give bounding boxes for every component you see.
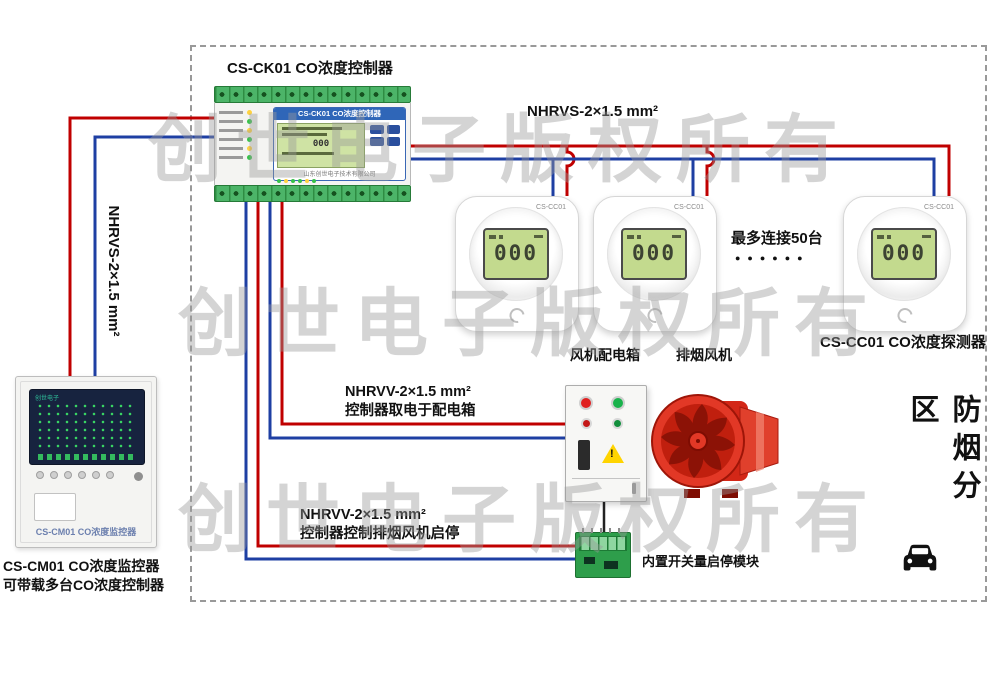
lcd-icon <box>877 234 884 239</box>
monitor-card-slot <box>34 493 76 521</box>
detector-lcd-value: 000 <box>494 241 538 265</box>
detector-face: 000 <box>469 207 563 301</box>
brand-logo-text: 创世电子 <box>35 396 60 402</box>
red-indicator-lamp <box>579 396 593 410</box>
panel-meter <box>578 440 590 470</box>
controller-status-leds <box>219 107 269 181</box>
controller-button[interactable] <box>370 125 384 134</box>
controller-terminal-strip-top <box>214 86 411 103</box>
detector-lcd: 000 <box>483 228 549 280</box>
controller-button[interactable] <box>370 137 384 146</box>
lcd-icon <box>499 234 503 239</box>
stop-button[interactable] <box>581 418 592 429</box>
detector-model-text: CS-CC01 <box>924 204 954 211</box>
cabinet-handle[interactable] <box>632 483 636 494</box>
controller-terminal-strip-bottom <box>214 185 411 202</box>
co-detector-2: CS-CC01 000 <box>593 196 717 332</box>
module-label: 内置开关量启停模块 <box>642 554 760 569</box>
controller-led-strip <box>277 179 316 183</box>
monitor-button[interactable] <box>64 471 72 479</box>
detector-face: 000 <box>857 207 951 301</box>
switch-start-stop-module <box>575 528 631 578</box>
smoke-exhaust-fan <box>648 393 783 503</box>
controller-buttons[interactable] <box>368 123 402 168</box>
module-terminal-strip <box>579 536 627 551</box>
monitor-buttons[interactable] <box>36 471 114 479</box>
fan-label: 排烟风机 <box>676 347 732 363</box>
lcd-icon <box>627 234 634 239</box>
monitor-screen: 创世电子 <box>29 389 145 465</box>
fan-control-cable-label: NHRVV-2×1.5 mm² 控制器控制排烟风机启停 <box>300 506 460 544</box>
controller-body: CS-CK01 CO浓度控制器 000 山东创世电子技 <box>214 103 411 185</box>
lcd-icon <box>534 235 543 238</box>
co-detector-3: CS-CC01 000 <box>843 196 967 332</box>
monitor-button[interactable] <box>78 471 86 479</box>
status-led-icon <box>247 146 252 151</box>
status-led-icon <box>247 128 252 133</box>
distbox-label: 风机配电箱 <box>570 347 640 363</box>
detector-lcd: 000 <box>871 228 937 280</box>
power-cable-line2: 控制器取电于配电箱 <box>345 403 476 419</box>
module-chip <box>604 561 618 569</box>
detector-model-text: CS-CC01 <box>536 204 566 211</box>
monitor-caption-line2: 可带载多台CO浓度控制器 <box>3 577 164 593</box>
fan-control-line1: NHRVV-2×1.5 mm² <box>300 507 426 523</box>
controller-front-panel: CS-CK01 CO浓度控制器 000 山东创世电子技 <box>273 107 406 181</box>
monitor-caption-line1: CS-CM01 CO浓度监控器 <box>3 558 160 574</box>
monitor-buzzer-icon <box>134 472 143 481</box>
co-monitor-device: 创世电子 CS-CM01 CO浓度监控器 <box>15 376 157 548</box>
status-led-icon <box>247 110 252 115</box>
status-led-icon <box>247 119 252 124</box>
detector-lcd: 000 <box>621 228 687 280</box>
co-controller-device: CS-CK01 CO浓度控制器 000 山东创世电子技 <box>214 86 411 202</box>
lcd-icon <box>637 234 641 239</box>
zone-label: 防烟分区 <box>906 394 980 508</box>
car-icon <box>903 544 937 571</box>
status-led-icon <box>247 137 252 142</box>
detector-model-text: CS-CC01 <box>674 204 704 211</box>
power-cable-label: NHRVV-2×1.5 mm² 控制器取电于配电箱 <box>345 383 476 421</box>
fan-distribution-box <box>565 385 647 502</box>
brand-logo-icon <box>506 305 528 326</box>
lcd-icon <box>922 235 931 238</box>
module-chip <box>584 557 595 564</box>
monitor-button[interactable] <box>106 471 114 479</box>
monitor-button[interactable] <box>92 471 100 479</box>
controller-lcd: 000 <box>277 123 365 168</box>
monitor-caption-label: CS-CM01 CO浓度监控器 可带载多台CO浓度控制器 <box>3 557 164 595</box>
detector-lcd-value: 000 <box>632 241 676 265</box>
co-detector-1: CS-CC01 000 <box>455 196 579 332</box>
status-led-icon <box>247 155 252 160</box>
detector-face: 000 <box>607 207 701 301</box>
start-button[interactable] <box>612 418 623 429</box>
monitor-button[interactable] <box>50 471 58 479</box>
cable-top-label: NHRVS-2×1.5 mm² <box>527 103 659 120</box>
monitor-button[interactable] <box>36 471 44 479</box>
max-connect-label: 最多连接50台 <box>731 230 823 247</box>
fan-control-line2: 控制器控制排烟风机启停 <box>300 526 460 542</box>
green-indicator-lamp <box>611 396 625 410</box>
brand-logo-icon <box>644 305 666 326</box>
connection-dots: ●●●●●● <box>735 253 810 263</box>
controller-button[interactable] <box>386 125 400 134</box>
controller-panel-header: CS-CK01 CO浓度控制器 <box>274 108 405 120</box>
controller-title-label: CS-CK01 CO浓度控制器 <box>227 60 393 77</box>
monitor-screen-status-row <box>38 454 136 460</box>
controller-button[interactable] <box>386 137 400 146</box>
brand-logo-icon <box>894 305 916 326</box>
lcd-icon <box>489 234 496 239</box>
detector-lcd-value: 000 <box>882 241 926 265</box>
detector-caption-label: CS-CC01 CO浓度探测器 <box>820 334 986 351</box>
cable-left-label: NHRVS-2×1.5 mm² <box>105 205 122 337</box>
lcd-icon <box>887 234 891 239</box>
fan-illustration <box>651 394 779 498</box>
monitor-panel-text: CS-CM01 CO浓度监控器 <box>35 527 137 537</box>
module-pins <box>582 528 624 533</box>
cabinet-door-seam <box>572 478 640 479</box>
warning-triangle-icon <box>602 444 624 463</box>
lcd-icon <box>672 235 681 238</box>
power-cable-line1: NHRVV-2×1.5 mm² <box>345 384 471 400</box>
controller-lcd-value: 000 <box>312 139 330 149</box>
